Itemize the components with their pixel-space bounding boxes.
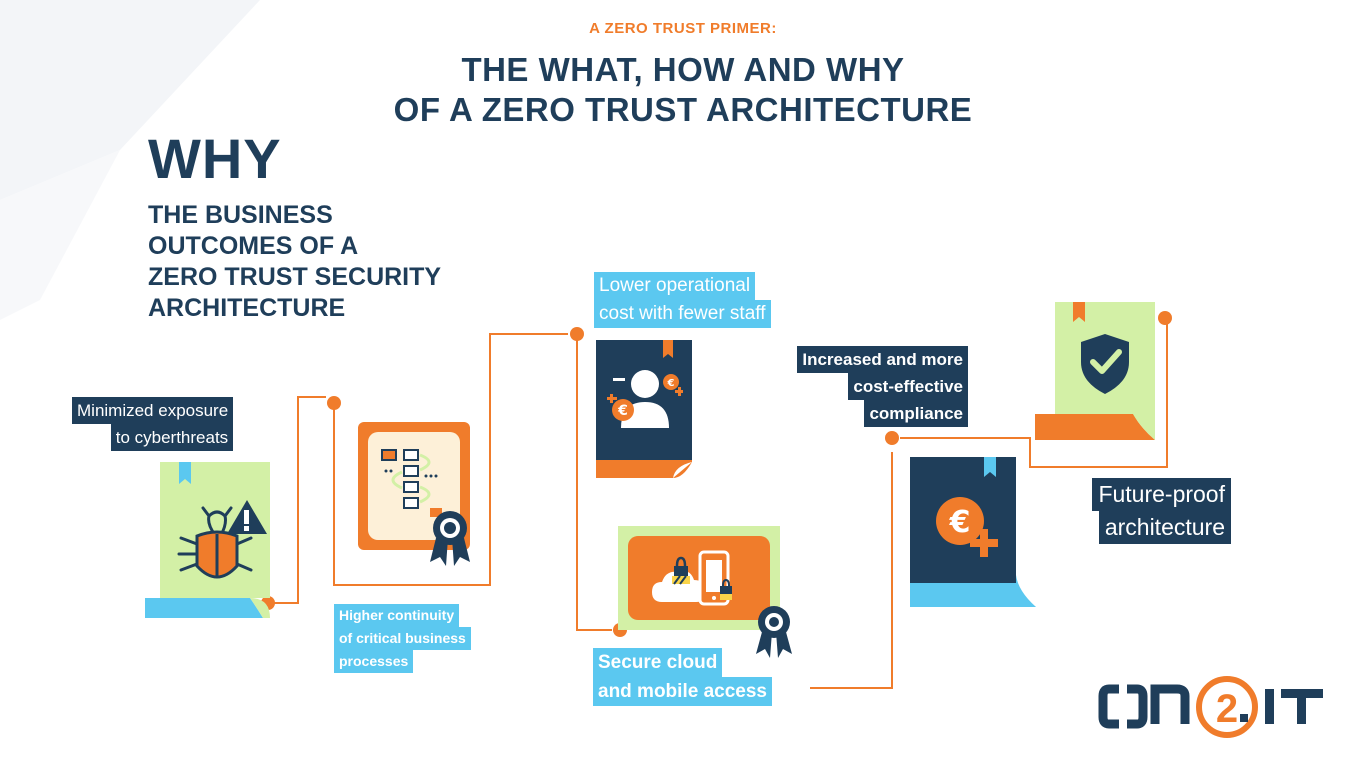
bug-warning-icon: [145, 462, 270, 618]
outcome-label-5-line-1: Increased and more: [797, 346, 968, 373]
outcome-label-3: Lower operational cost with fewer staff: [594, 272, 771, 328]
page-title-line-1: THE WHAT, HOW AND WHY: [461, 51, 905, 88]
outcome-label-3-line-1: Lower operational: [594, 272, 756, 300]
outcome-label-6-line-1: Future-proof: [1092, 478, 1231, 511]
page-title-line-2: OF A ZERO TRUST ARCHITECTURE: [393, 91, 973, 128]
euro-plus-icon: €: [910, 457, 1036, 607]
section-subtitle-line-3: ZERO TRUST SECURITY: [148, 263, 442, 291]
outcome-label-1: Minimized exposure to cyberthreats: [72, 397, 234, 451]
cloud-mobile-lock-icon: [618, 526, 792, 658]
svg-text:2: 2: [1216, 687, 1238, 731]
outcome-label-3-line-2: cost with fewer staff: [594, 300, 771, 328]
person-euro-icon: € €: [596, 340, 692, 478]
shield-check-icon: [1035, 302, 1155, 440]
page-title: THE WHAT, HOW AND WHY OF A ZERO TRUST AR…: [0, 50, 1366, 130]
svg-text:€: €: [949, 505, 971, 540]
outcome-label-2-line-3: processes: [334, 650, 414, 673]
outcome-label-2-line-1: Higher continuity: [334, 604, 460, 627]
section-subtitle: THE BUSINESS OUTCOMES OF A ZERO TRUST SE…: [148, 200, 441, 324]
outcome-label-2-line-2: of critical business: [334, 627, 471, 650]
outcome-label-1-line-2: to cyberthreats: [110, 424, 234, 451]
section-subtitle-line-4: ARCHITECTURE: [148, 294, 346, 322]
outcome-label-2: Higher continuity of critical business p…: [334, 604, 471, 673]
outcome-label-5-line-2: cost-effective: [848, 373, 968, 400]
process-certificate-icon: [358, 422, 470, 566]
outcome-label-4-line-2: and mobile access: [593, 677, 772, 706]
kicker: A ZERO TRUST PRIMER:: [589, 20, 777, 37]
section-subtitle-line-1: THE BUSINESS: [148, 201, 333, 229]
section-subtitle-line-2: OUTCOMES OF A: [148, 232, 359, 260]
outcome-label-5: Increased and more cost-effective compli…: [762, 346, 968, 427]
on2it-logo: 2: [1098, 676, 1323, 738]
outcome-label-4-line-1: Secure cloud: [593, 648, 723, 677]
outcome-label-4: Secure cloud and mobile access: [593, 648, 772, 706]
svg-text:€: €: [617, 403, 628, 419]
outcome-label-5-line-3: compliance: [864, 400, 968, 427]
section-heading: WHY: [148, 127, 282, 190]
outcome-label-6-line-2: architecture: [1098, 511, 1231, 544]
outcome-label-1-line-1: Minimized exposure: [72, 397, 234, 424]
outcome-label-6: Future-proof architecture: [1059, 478, 1231, 544]
svg-text:€: €: [667, 378, 675, 389]
